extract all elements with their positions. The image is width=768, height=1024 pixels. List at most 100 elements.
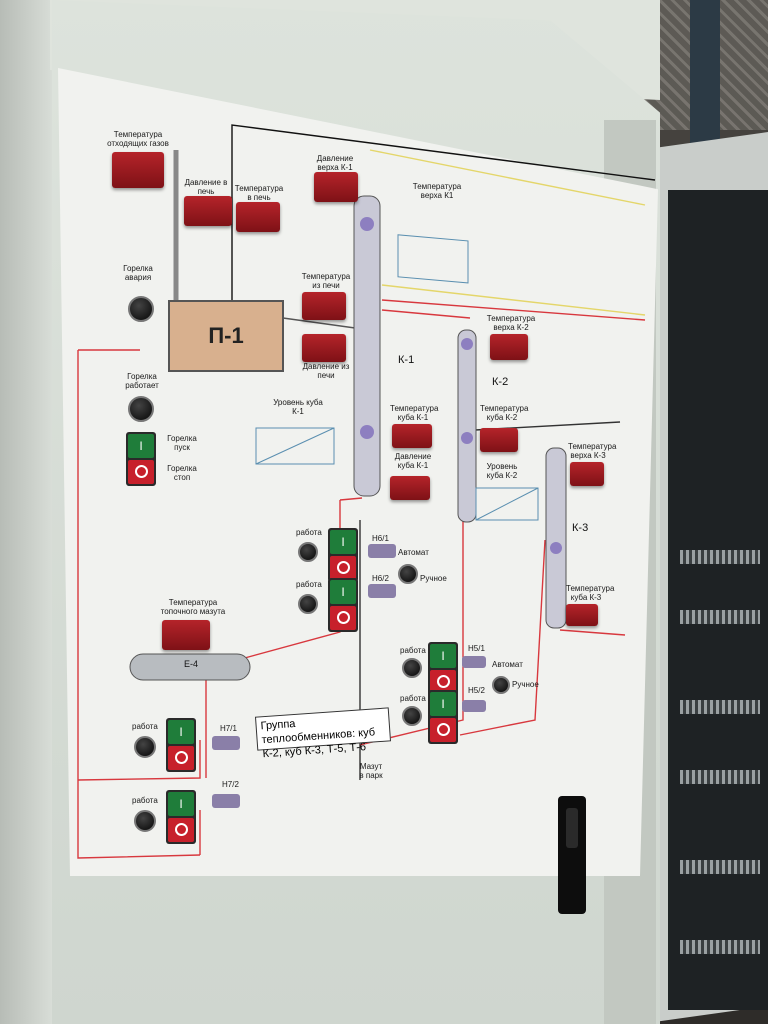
pressure-furnace-display: [184, 196, 232, 226]
burner-running-label: Горелка работает: [125, 372, 159, 390]
pump-n6-1-indicator: [298, 542, 318, 562]
work-label: работа: [400, 646, 426, 655]
temp-exhaust-display: [112, 152, 164, 188]
instrument-label: Температура верха К1: [412, 182, 462, 200]
instrument-label: Температура из печи: [301, 272, 351, 290]
pump-icon: [212, 736, 240, 750]
pump-n7-1-start-button[interactable]: I: [168, 720, 194, 744]
steel-beam: [690, 0, 720, 150]
burner-start-label: Горелка пуск: [167, 434, 197, 452]
pump-icon: [368, 584, 396, 598]
auto-label: Автомат: [398, 548, 429, 557]
pump-n6-2-stop-button[interactable]: [330, 606, 356, 630]
terminal-rack: [680, 610, 760, 624]
pump-n7-2-indicator: [134, 810, 156, 832]
burner-start-stop-buttons[interactable]: I: [126, 432, 156, 486]
pressure-top-k1-display: [314, 172, 358, 202]
fuel-oil-outlet-label: Мазут в парк: [359, 762, 383, 780]
pump-n6-1-buttons[interactable]: I: [328, 528, 358, 582]
pump-n7-2-label: Н7/2: [222, 780, 239, 789]
pump-n7-2-stop-button[interactable]: [168, 818, 194, 842]
temp-furnace-display: [236, 202, 280, 232]
instrument-label: Давление в печь: [184, 178, 228, 196]
pump-n5-1-indicator: [402, 658, 422, 678]
pump-n7-1-buttons[interactable]: I: [166, 718, 196, 772]
pump-icon: [212, 794, 240, 808]
temp-bottom-k3-display: [566, 604, 598, 626]
column-k1-shape: [353, 195, 381, 497]
furnace-label: П-1: [208, 323, 244, 348]
pump-n6-2-label: Н6/2: [372, 574, 389, 583]
pump-icon: [462, 700, 486, 712]
burner-start-button[interactable]: I: [128, 434, 154, 458]
instrument-label: Температура в печь: [234, 184, 284, 202]
terminal-rack: [680, 940, 760, 954]
door-lock-icon: [566, 808, 578, 848]
pump-n5-1-label: Н5/1: [468, 644, 485, 653]
burner-stop-button[interactable]: [128, 460, 154, 484]
instrument-label: Давление из печи: [302, 362, 350, 380]
column-k3-shape: [545, 447, 567, 629]
column-k1-label: К-1: [398, 354, 415, 366]
work-label: работа: [296, 528, 322, 537]
pump-n5-2-indicator: [402, 706, 422, 726]
pump-icon: [462, 656, 486, 668]
instrument-label: Уровень куба К-1: [273, 398, 323, 416]
column-k3-label: К-3: [572, 522, 589, 534]
instrument-label: Температура отходящих газов: [107, 130, 169, 148]
pump-n6-1-stop-button[interactable]: [330, 556, 356, 580]
auto-label: Автомат: [492, 660, 523, 669]
pump-n5-1-start-button[interactable]: I: [430, 644, 456, 668]
terminal-rack: [680, 550, 760, 564]
pump-icon: [368, 544, 396, 558]
work-label: работа: [296, 580, 322, 589]
column-k2-shape: [457, 329, 477, 523]
burner-alarm-indicator: [128, 296, 154, 322]
instrument-label: Давление верха К-1: [316, 154, 354, 172]
furnace-p1: П-1: [168, 300, 284, 372]
pump-n7-1-indicator: [134, 736, 156, 758]
terminal-rack: [680, 700, 760, 714]
pump-n6-2-start-button[interactable]: I: [330, 580, 356, 604]
work-label: работа: [400, 694, 426, 703]
manual-label: Ручное: [420, 574, 447, 583]
pump-n6-1-start-button[interactable]: I: [330, 530, 356, 554]
pump-n7-2-buttons[interactable]: I: [166, 790, 196, 844]
temp-top-k3-display: [570, 462, 604, 486]
tank-e4-shape: [129, 653, 251, 681]
burner-running-indicator: [128, 396, 154, 422]
temp-from-furnace-display: [302, 292, 346, 320]
mode-selector-n6[interactable]: [398, 564, 418, 584]
terminal-rack: [680, 770, 760, 784]
instrument-label: Температура куба К-3: [566, 584, 615, 602]
burner-alarm-label: Горелка авария: [123, 264, 153, 282]
tank-e4-label: Е-4: [184, 659, 199, 669]
instrument-label: Давление куба К-1: [394, 452, 432, 470]
pump-n5-2-stop-button[interactable]: [430, 718, 456, 742]
door-handle[interactable]: [558, 796, 586, 914]
pump-n7-2-start-button[interactable]: I: [168, 792, 194, 816]
instrument-label: Температура топочного мазута: [160, 598, 226, 616]
instrument-label: Уровень куба К-2: [486, 462, 518, 480]
pressure-bottom-k1-display: [390, 476, 430, 500]
pump-n6-2-buttons[interactable]: I: [328, 578, 358, 632]
pump-n6-1-label: Н6/1: [372, 534, 389, 543]
column-k2-label: К-2: [492, 376, 509, 388]
pump-n7-1-stop-button[interactable]: [168, 746, 194, 770]
pump-n7-1-label: Н7/1: [220, 724, 237, 733]
pump-n5-1-buttons[interactable]: I: [428, 642, 458, 696]
instrument-label: Температура верха К-2: [486, 314, 536, 332]
pump-n5-2-buttons[interactable]: I: [428, 690, 458, 744]
pressure-from-furnace-display: [302, 334, 346, 362]
pump-n6-2-indicator: [298, 594, 318, 614]
instrument-label: Температура куба К-1: [390, 404, 439, 422]
mode-selector-n5[interactable]: [492, 676, 510, 694]
instrument-label: Температура верха К-3: [568, 442, 617, 460]
work-label: работа: [132, 796, 158, 805]
terminal-rack: [680, 860, 760, 874]
temp-top-k2-display: [490, 334, 528, 360]
manual-label: Ручное: [512, 680, 539, 689]
work-label: работа: [132, 722, 158, 731]
pump-n5-2-start-button[interactable]: I: [430, 692, 456, 716]
